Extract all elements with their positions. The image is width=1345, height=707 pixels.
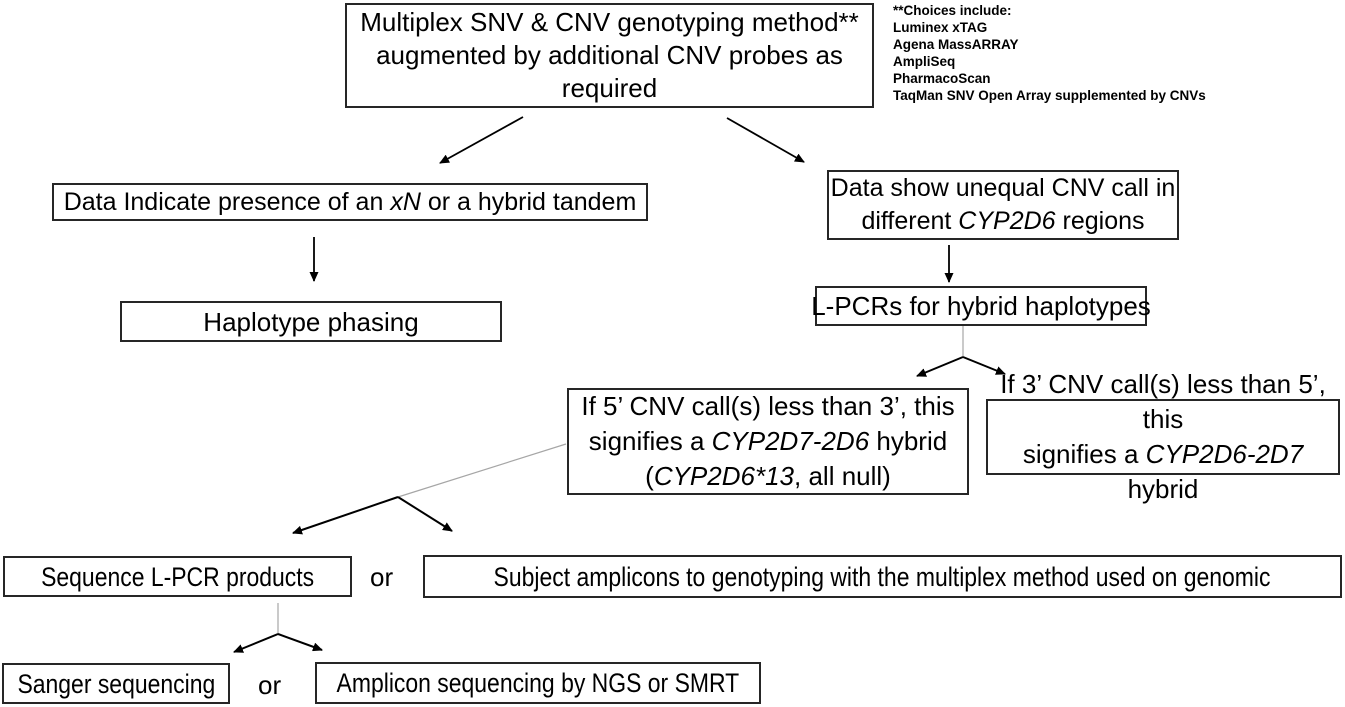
sanger-label: Sanger sequencing bbox=[17, 668, 215, 699]
box-sequence-lpcr: Sequence L-PCR products bbox=[3, 556, 352, 597]
box-sanger: Sanger sequencing bbox=[2, 663, 230, 704]
hybrid3-line2-italic: CYP2D6-2D7 bbox=[1145, 439, 1304, 469]
hybrid5-line1: If 5’ CNV call(s) less than 3’, this bbox=[581, 391, 955, 421]
arrow-sequence-to-amplicon bbox=[277, 633, 323, 652]
arrow-hybrid5-to-subject bbox=[397, 496, 453, 532]
connector-hybrid5-stem bbox=[397, 443, 567, 498]
hybrid3-line2: signifies a CYP2D6-2D7 hybrid bbox=[988, 437, 1338, 507]
unequal-line2: different CYP2D6 regions bbox=[861, 205, 1144, 238]
hybrid3-line2-pre: signifies a bbox=[1022, 439, 1146, 469]
box-multiplex-line1: Multiplex SNV & CNV genotyping method** bbox=[360, 7, 859, 37]
unequal-line1: Data show unequal CNV call in bbox=[830, 174, 1176, 202]
arrow-top-to-tandem bbox=[439, 116, 524, 164]
hybrid5-line2-italic: CYP2D7-2D6 bbox=[711, 426, 870, 456]
sequence-lpcr-label: Sequence L-PCR products bbox=[40, 561, 315, 592]
arrow-sequence-to-sanger bbox=[233, 633, 279, 653]
hybrid3-line1: If 3’ CNV call(s) less than 5’, this bbox=[1000, 369, 1326, 434]
lpcr-label: L-PCRs for hybrid haplotypes bbox=[811, 291, 1151, 321]
box-tandem-text: Data Indicate presence of an xN or a hyb… bbox=[64, 185, 637, 219]
box-subject-amplicons: Subject amplicons to genotyping with the… bbox=[423, 555, 1342, 598]
arrow-lpcr-to-hybrid5 bbox=[916, 356, 964, 377]
box-haplotype-phasing: Haplotype phasing bbox=[120, 301, 502, 342]
tandem-post: or a hybrid tandem bbox=[420, 188, 637, 216]
annotation-line: Agena MassARRAY bbox=[893, 36, 1019, 52]
arrow-top-to-unequal bbox=[726, 117, 805, 163]
hybrid5-line2-post: hybrid bbox=[869, 426, 948, 456]
unequal-line2-italic: CYP2D6 bbox=[958, 207, 1056, 235]
or-label-2: or bbox=[258, 670, 282, 700]
unequal-line2-pre: different bbox=[861, 207, 959, 235]
tandem-italic: xN bbox=[390, 188, 421, 216]
choices-annotation: **Choices include: Luminex xTAG Agena Ma… bbox=[893, 3, 1206, 104]
annotation-line: PharmacoScan bbox=[893, 70, 991, 86]
or-label-1: or bbox=[370, 562, 394, 592]
tandem-pre: Data Indicate presence of an bbox=[63, 188, 391, 216]
hybrid5-line3: (CYP2D6*13, all null) bbox=[645, 459, 891, 494]
annotation-line: AmpliSeq bbox=[893, 53, 956, 69]
hybrid5-line3-post: , all null) bbox=[794, 461, 891, 491]
box-amplicon-sequencing: Amplicon sequencing by NGS or SMRT bbox=[315, 662, 761, 704]
haplotype-label: Haplotype phasing bbox=[203, 306, 419, 337]
box-hybrid5: If 5’ CNV call(s) less than 3’, this sig… bbox=[567, 388, 969, 495]
box-unequal-cnv: Data show unequal CNV call in different … bbox=[827, 170, 1179, 240]
hybrid5-line2: signifies a CYP2D7-2D6 hybrid bbox=[589, 424, 947, 459]
hybrid5-line3-pre: ( bbox=[645, 461, 654, 491]
annotation-line: Luminex xTAG bbox=[893, 19, 988, 35]
hybrid5-line2-pre: signifies a bbox=[588, 426, 712, 456]
box-hybrid3: If 3’ CNV call(s) less than 5’, this sig… bbox=[986, 369, 1340, 504]
amplicon-sequencing-label: Amplicon sequencing by NGS or SMRT bbox=[336, 668, 740, 698]
box-multiplex-method: Multiplex SNV & CNV genotyping method** … bbox=[345, 3, 874, 108]
annotation-line: TaqMan SNV Open Array supplemented by CN… bbox=[893, 87, 1206, 103]
arrow-hybrid5-to-sequence bbox=[292, 496, 399, 535]
hybrid3-line2-post: hybrid bbox=[1127, 474, 1199, 504]
box-tandem: Data Indicate presence of an xN or a hyb… bbox=[52, 183, 648, 221]
box-lpcr: L-PCRs for hybrid haplotypes bbox=[811, 286, 1151, 326]
unequal-line2-post: regions bbox=[1055, 207, 1145, 235]
annotation-line: **Choices include: bbox=[893, 3, 1012, 18]
box-multiplex-line3: required bbox=[561, 73, 658, 103]
hybrid5-line3-italic: CYP2D6*13 bbox=[653, 461, 795, 491]
subject-amplicons-label: Subject amplicons to genotyping with the… bbox=[494, 561, 1271, 592]
box-multiplex-line2: augmented by additional CNV probes as bbox=[376, 40, 843, 70]
